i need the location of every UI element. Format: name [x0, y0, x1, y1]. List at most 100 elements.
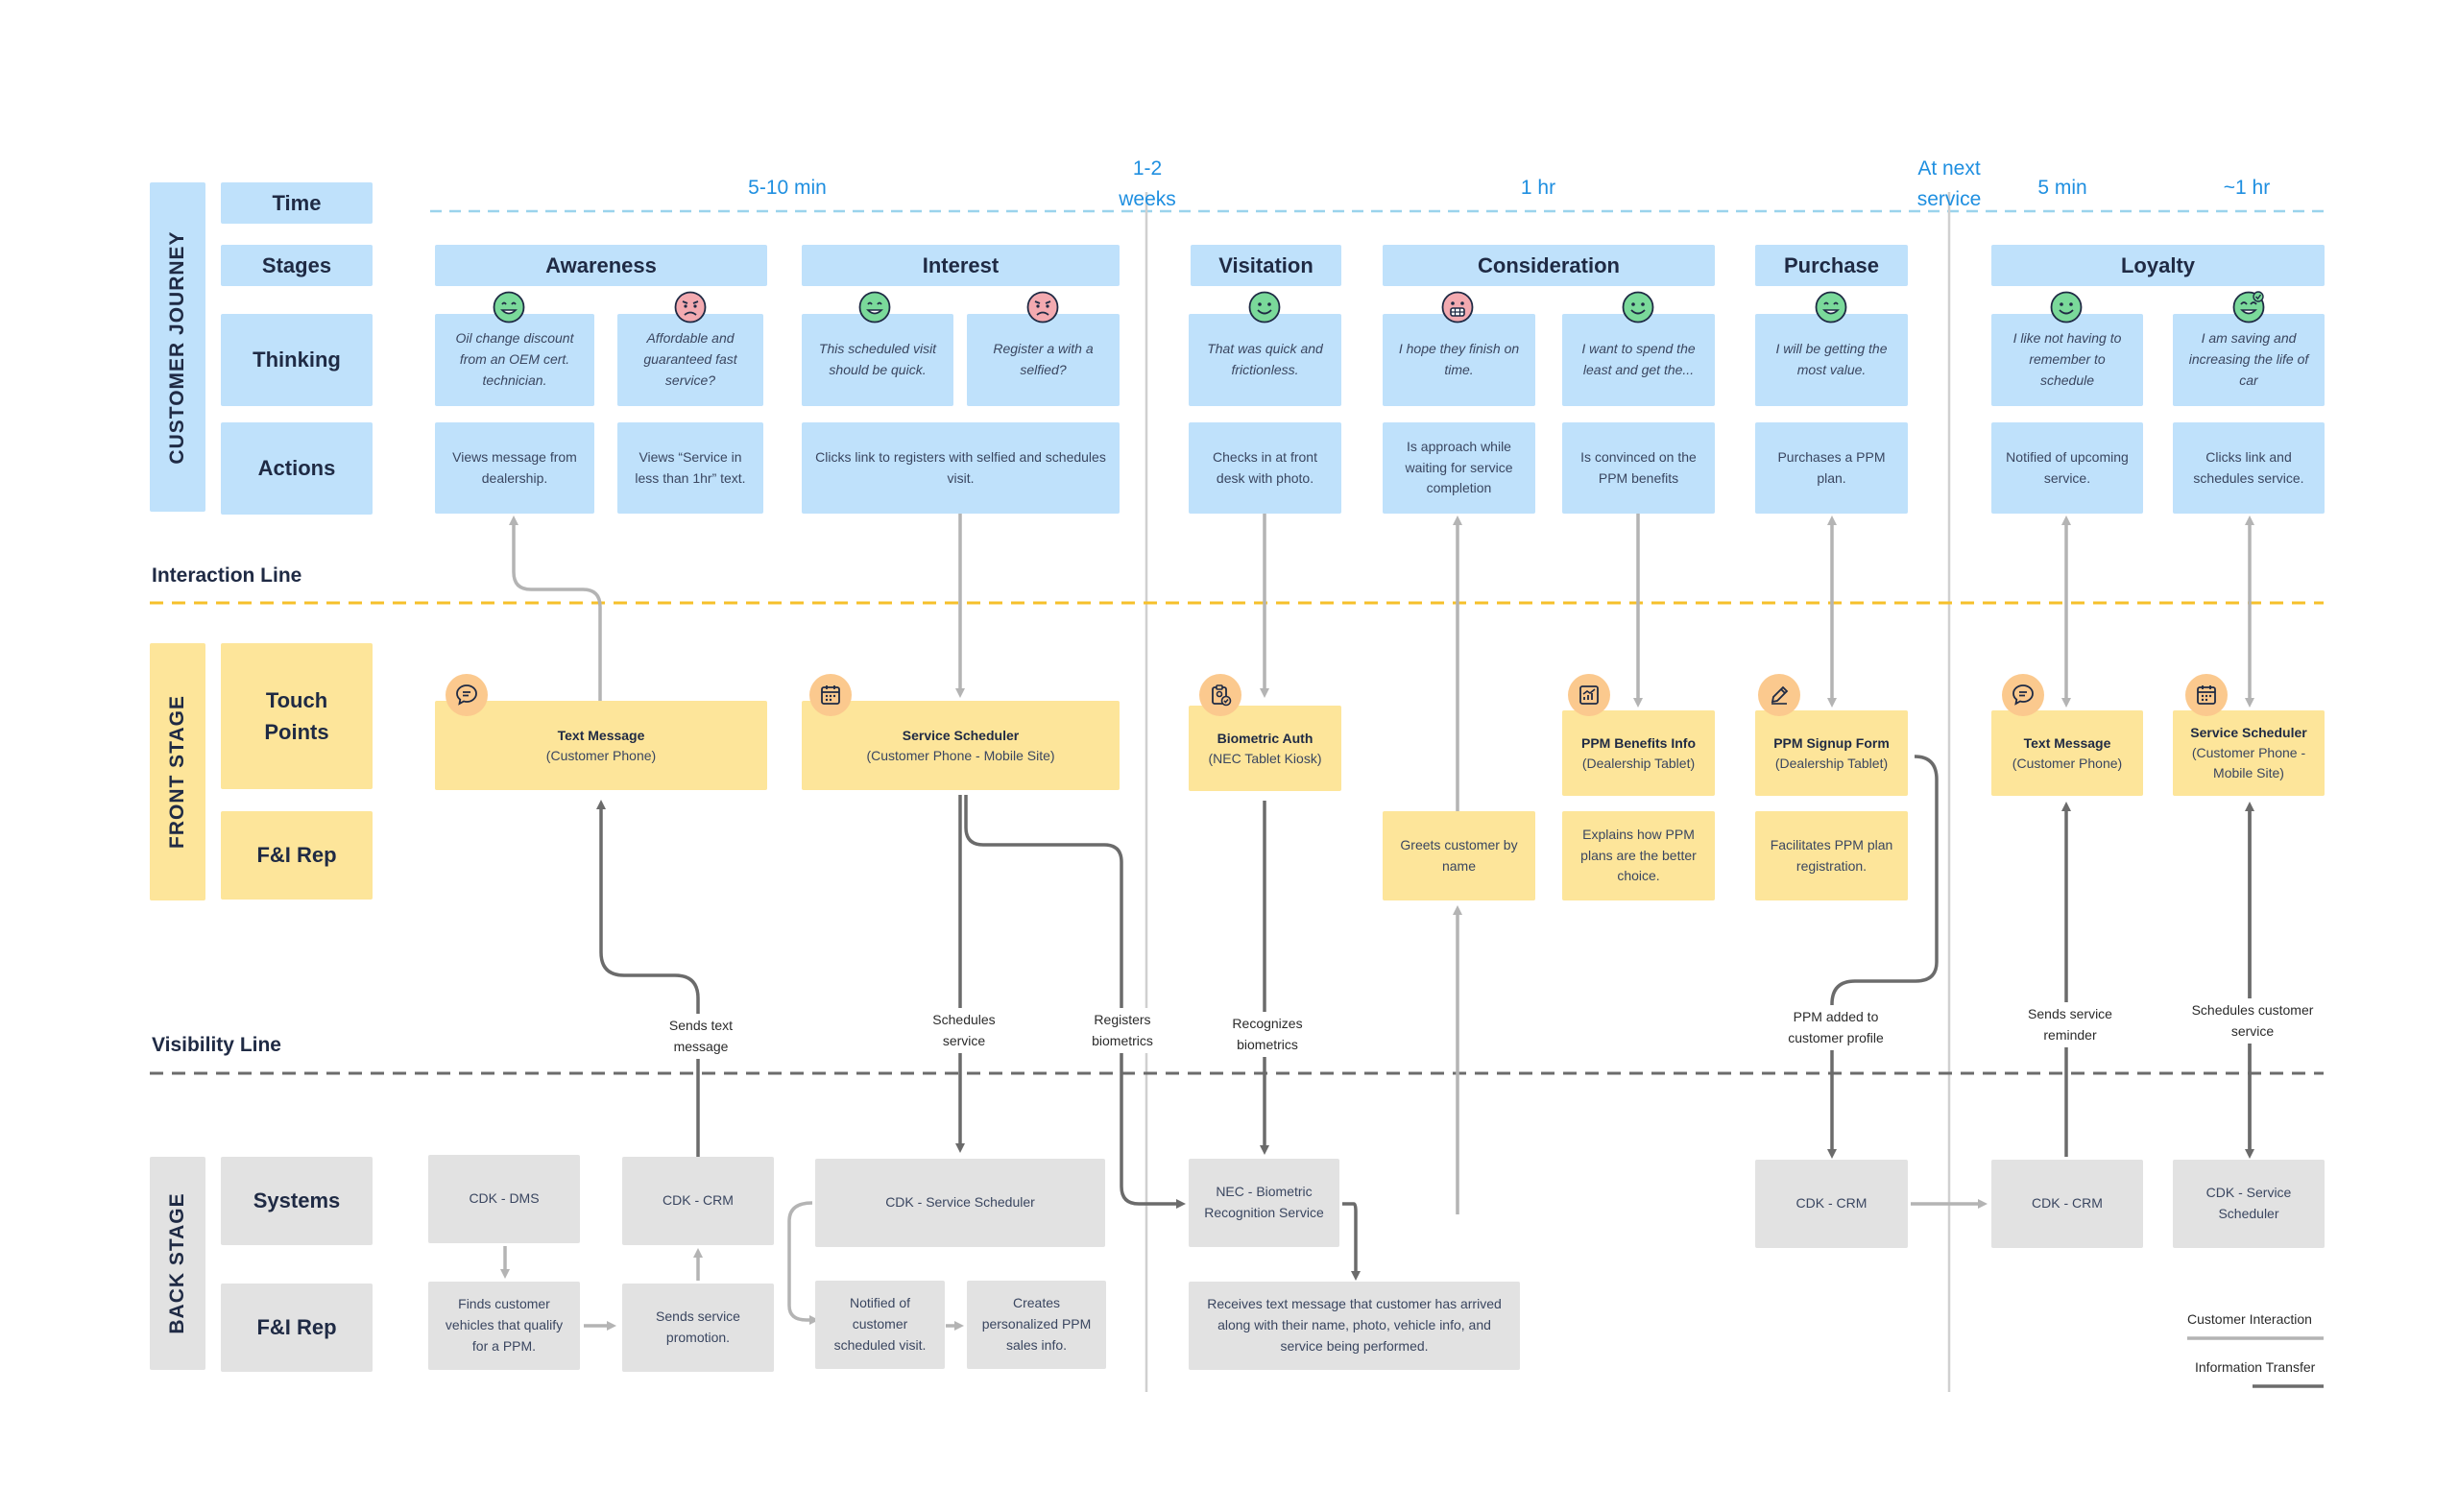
front-fi-card: Explains how PPM plans are the better ch… — [1562, 811, 1715, 900]
time-label-text: 1-2 weeks — [1119, 157, 1176, 210]
touch-point-title: Text Message — [557, 727, 645, 743]
system-card: CDK - Service Scheduler — [815, 1159, 1105, 1247]
calendar-icon — [2185, 674, 2228, 716]
touch-point-card: Service Scheduler (Customer Phone - Mobi… — [2173, 710, 2325, 796]
back-fi-card: Creates personalized PPM sales info. — [967, 1281, 1106, 1369]
flow-label-text: Schedules service — [932, 1012, 996, 1048]
thinking-card: That was quick and frictionless. — [1189, 314, 1341, 406]
time-label: 1 hr — [1520, 177, 1556, 199]
action-card: Is approach while waiting for service co… — [1383, 422, 1535, 514]
flow-label-text: PPM added to customer profile — [1788, 1009, 1884, 1045]
touch-point-subtitle: (Customer Phone) — [545, 747, 657, 763]
system-card: CDK - Service Scheduler — [2173, 1160, 2325, 1248]
chat-icon — [446, 674, 488, 716]
row-label-touch-points-text: Touch Points — [264, 688, 329, 744]
time-label-text: At next service — [1916, 157, 1982, 210]
action-card: Checks in at front desk with photo. — [1189, 422, 1341, 514]
time-label: 5 min — [2037, 177, 2087, 199]
touch-point-card: Text Message (Customer Phone) — [1991, 710, 2143, 796]
touch-point-card: PPM Signup Form (Dealership Tablet) — [1755, 710, 1908, 796]
flow-label-text: Sends text message — [668, 1018, 734, 1054]
stage-purchase: Purchase — [1755, 245, 1908, 286]
calendar-icon — [809, 674, 852, 716]
row-label-time: Time — [221, 182, 373, 224]
arrow-nec-to-receives — [1342, 1202, 1361, 1281]
chart-icon — [1568, 674, 1610, 716]
smile-face-icon — [1622, 291, 1654, 324]
stage-interest: Interest — [802, 245, 1120, 286]
smile-face-icon — [1248, 291, 1281, 324]
legend-customer-interaction: Customer Interaction — [2187, 1311, 2312, 1327]
row-label-actions: Actions — [221, 422, 373, 515]
row-label-fi-rep-back: F&I Rep — [221, 1284, 373, 1372]
touch-point-subtitle: (NEC Tablet Kiosk) — [1208, 750, 1322, 766]
clipboard-check-icon — [1199, 674, 1241, 716]
nervous-face-icon — [1441, 291, 1474, 324]
row-label-touch-points: Touch Points — [221, 643, 373, 789]
stage-awareness: Awareness — [435, 245, 767, 286]
time-label: At next service — [1899, 154, 1999, 214]
arrow-registers-biometrics — [964, 795, 1186, 1209]
time-label: ~1 hr — [2223, 177, 2271, 199]
arrow-scheduler-to-notified — [787, 1201, 819, 1325]
system-card: CDK - CRM — [1991, 1160, 2143, 1248]
delighted-face-icon — [2232, 291, 2265, 324]
touch-point-subtitle: (Dealership Tablet) — [1581, 755, 1696, 771]
flow-label-text: Sends service reminder — [2028, 1006, 2112, 1043]
flow-label: Recognizes biometrics — [1216, 1012, 1319, 1058]
touch-point-title: PPM Signup Form — [1773, 734, 1890, 751]
legend-information-transfer: Information Transfer — [2195, 1359, 2316, 1375]
thinking-card: I like not having to remember to schedul… — [1991, 314, 2143, 406]
smile-face-icon — [2050, 291, 2083, 324]
time-label: 5-10 min — [748, 177, 827, 199]
thinking-card: I am saving and increasing the life of c… — [2173, 314, 2325, 406]
touch-point-title: Biometric Auth — [1217, 730, 1313, 746]
happy-face-icon — [1815, 291, 1847, 324]
front-fi-card: Greets customer by name — [1383, 811, 1535, 900]
system-card: CDK - DMS — [428, 1155, 580, 1243]
section-customer-journey: CUSTOMER JOURNEY — [150, 182, 205, 512]
thinking-card: I want to spend the least and get the... — [1562, 314, 1715, 406]
happy-face-icon — [493, 291, 525, 324]
stage-visitation: Visitation — [1191, 245, 1341, 286]
section-front-stage-label: FRONT STAGE — [166, 695, 188, 849]
touch-point-subtitle: (Customer Phone - Mobile Site) — [2191, 745, 2306, 780]
flow-label: Schedules customer service — [2173, 998, 2332, 1044]
chat-icon — [2002, 674, 2044, 716]
thinking-card: I will be getting the most value. — [1755, 314, 1908, 406]
flow-label-text: Registers biometrics — [1092, 1012, 1153, 1048]
back-fi-card: Receives text message that customer has … — [1189, 1282, 1520, 1370]
arrow-text-to-views-message — [509, 516, 602, 701]
flow-label-text: Schedules customer service — [2191, 1002, 2314, 1039]
back-fi-card: Finds customer vehicles that qualify for… — [428, 1282, 580, 1370]
thinking-card: Affordable and guaranteed fast service? — [617, 314, 763, 406]
thinking-card: This scheduled visit should be quick. — [802, 314, 953, 406]
touch-point-card: PPM Benefits Info (Dealership Tablet) — [1562, 710, 1715, 796]
touch-point-title: Text Message — [2023, 734, 2111, 751]
row-label-fi-rep-front: F&I Rep — [221, 811, 373, 900]
happy-face-icon — [858, 291, 891, 324]
thinking-card: Register a with a selfied? — [967, 314, 1120, 406]
touch-point-title: PPM Benefits Info — [1580, 734, 1696, 751]
section-customer-journey-label: CUSTOMER JOURNEY — [166, 229, 188, 465]
flow-label: Sends text message — [645, 1014, 757, 1060]
system-card: CDK - CRM — [622, 1157, 774, 1245]
pencil-icon — [1758, 674, 1800, 716]
action-card: Views message from dealership. — [435, 422, 594, 514]
action-card: Clicks link to registers with selfied an… — [802, 422, 1120, 514]
action-card: Clicks link and schedules service. — [2173, 422, 2325, 514]
time-label: 1-2 weeks — [1099, 154, 1195, 214]
front-fi-card: Facilitates PPM plan registration. — [1755, 811, 1908, 900]
section-back-stage-label: BACK STAGE — [166, 1192, 188, 1334]
touch-point-card: Biometric Auth (NEC Tablet Kiosk) — [1189, 706, 1341, 791]
touch-point-subtitle: (Dealership Tablet) — [1774, 755, 1889, 771]
visibility-line-label: Visibility Line — [152, 1034, 281, 1056]
worried-face-icon — [1026, 291, 1059, 324]
touch-point-title: Service Scheduler — [2190, 725, 2307, 740]
system-card: NEC - Biometric Recognition Service — [1189, 1159, 1339, 1247]
system-card: CDK - CRM — [1755, 1160, 1908, 1248]
section-front-stage: FRONT STAGE — [150, 643, 205, 900]
back-fi-card: Sends service promotion. — [622, 1284, 774, 1372]
flow-label-text: Recognizes biometrics — [1232, 1016, 1303, 1052]
